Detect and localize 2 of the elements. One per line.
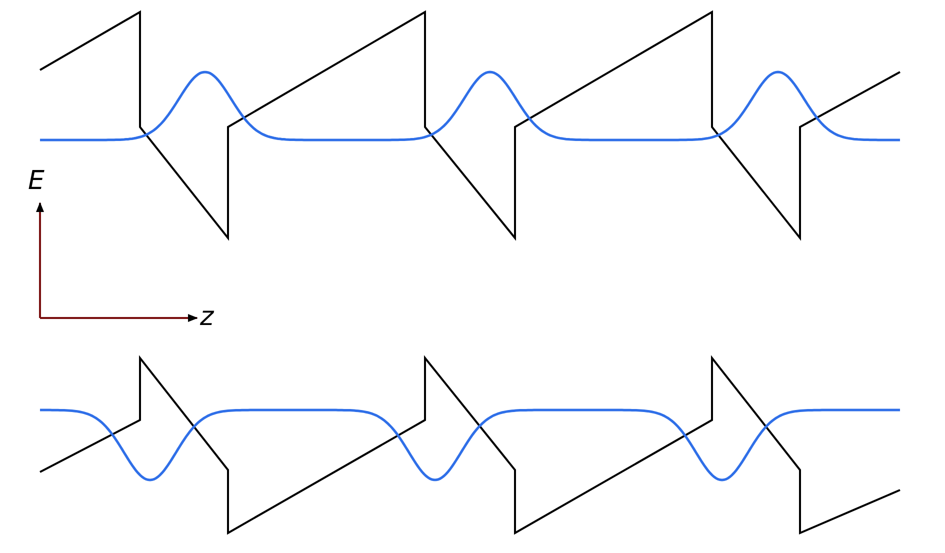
axis-label: z <box>200 304 214 330</box>
axis-label: E <box>28 168 44 194</box>
